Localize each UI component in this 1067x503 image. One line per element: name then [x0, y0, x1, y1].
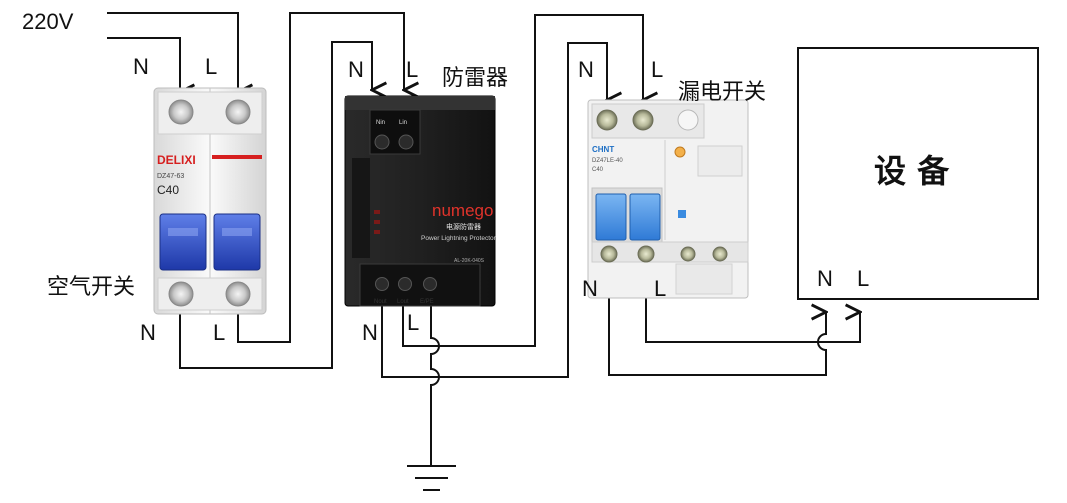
equipment-l-label: L	[857, 266, 869, 291]
screw-icon	[374, 134, 390, 150]
screw-icon	[168, 99, 194, 125]
wire-as-n-to-spd	[179, 41, 372, 369]
spd-out-l: L	[407, 310, 419, 335]
air-switch-handle-l[interactable]	[213, 213, 261, 271]
air-switch-brand: DELIXI	[157, 153, 196, 167]
rcd-out-l: L	[654, 276, 666, 301]
rcd-rating: C40	[592, 167, 604, 173]
wire-spd-n-to-rcd	[381, 42, 607, 378]
air-switch-out-n: N	[140, 320, 156, 345]
spd-term-lin: Lin	[399, 120, 407, 126]
spd-term-pe: E/PE	[420, 299, 434, 305]
spd-in-l: L	[406, 57, 418, 82]
equipment-label: 设 备	[874, 152, 950, 190]
rcd-in-l: L	[651, 57, 663, 82]
screw-icon	[225, 281, 251, 307]
spd-brand: numego	[432, 201, 493, 220]
supply-l-label: L	[205, 54, 217, 79]
screw-icon	[632, 109, 654, 131]
rcd-model: DZ47LE-40	[592, 158, 623, 164]
wire-spd-pe-to-ground	[430, 298, 440, 465]
wire-spd-l-to-rcd	[402, 14, 643, 347]
supply-voltage: 220V	[22, 9, 74, 34]
air-switch-model: DZ47-63	[157, 173, 184, 180]
rcd-test-indicator	[678, 210, 686, 218]
supply-n-label: N	[133, 54, 149, 79]
spd-term-nin: Nin	[376, 120, 385, 126]
screw-icon	[375, 277, 389, 291]
wire-supply-n	[107, 37, 180, 92]
wire-supply-l	[107, 12, 238, 92]
spd-label: 防雷器	[442, 66, 508, 91]
rcd-brand: CHNT	[592, 145, 614, 154]
test-button-icon	[674, 146, 686, 158]
rcd-handle-n[interactable]	[595, 193, 627, 241]
air-switch-handle-n[interactable]	[159, 213, 207, 271]
screw-icon	[398, 277, 412, 291]
wire-rcd-n-to-equipment	[608, 258, 826, 376]
air-switch-label: 空气开关	[47, 275, 135, 300]
rcd-out-n: N	[582, 276, 598, 301]
screw-icon	[637, 245, 655, 263]
wire-rcd-l-to-equipment	[645, 258, 860, 343]
screw-icon	[423, 277, 437, 291]
ground-symbol-icon	[407, 465, 456, 491]
equipment-n-label: N	[817, 266, 833, 291]
air-switch: DELIXI DZ47-63 C40	[153, 87, 267, 315]
air-switch-out-l: L	[213, 320, 225, 345]
leakage-switch: CHNT DZ47LE-40 C40	[587, 99, 749, 299]
spd-out-n: N	[362, 320, 378, 345]
surge-protector: Nin Lin numego 电源防雷器 Power Lightning Pro…	[344, 95, 497, 307]
screw-icon	[596, 109, 618, 131]
screw-icon	[398, 134, 414, 150]
screw-icon	[168, 281, 194, 307]
rcd-handle-l[interactable]	[629, 193, 661, 241]
spd-term-lout: Lout	[397, 299, 409, 305]
spd-title-en: Power Lightning Protector	[421, 235, 497, 242]
spd-term-nout: Nout	[374, 299, 387, 305]
screw-icon	[225, 99, 251, 125]
air-switch-rating: C40	[157, 183, 179, 197]
screw-icon	[600, 245, 618, 263]
rcd-label: 漏电开关	[678, 80, 766, 105]
spd-title-cn: 电源防雷器	[446, 222, 481, 231]
wire-as-l-to-spd	[237, 12, 404, 343]
rcd-in-n: N	[578, 57, 594, 82]
equipment-box	[797, 47, 1039, 300]
spd-in-n: N	[348, 57, 364, 82]
spd-model: AL-20K-040S	[454, 258, 485, 264]
wires	[107, 12, 860, 465]
